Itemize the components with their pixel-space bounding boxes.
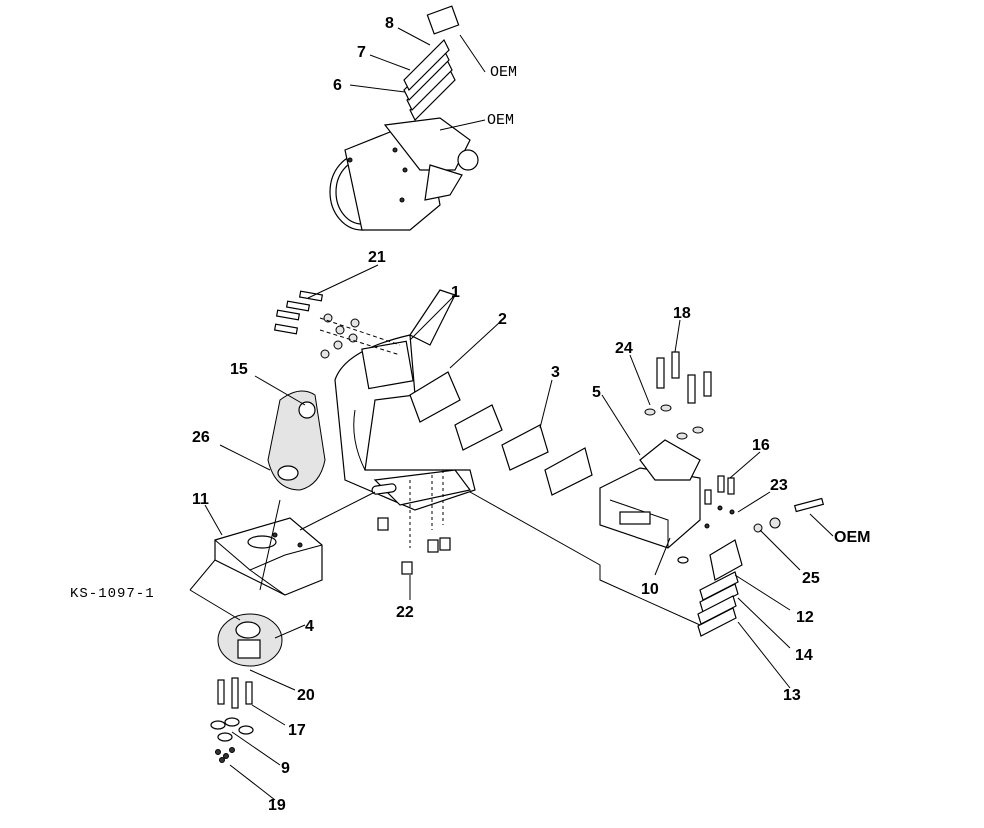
callout-17: 17 [288, 722, 306, 739]
callout-15: 15 [230, 361, 248, 378]
callout-6: 6 [333, 77, 342, 94]
leader-lines [189, 27, 834, 801]
spring-seat-block [214, 517, 323, 596]
callout-7: 7 [357, 44, 366, 61]
bolts-18 [644, 351, 712, 440]
callout-25: 25 [802, 570, 820, 587]
oem-label-top: OEM [490, 64, 517, 81]
callout-11: 11 [192, 491, 209, 508]
callouts: 1 2 3 4 5 6 7 8 9 10 11 12 13 14 15 16 1… [192, 15, 820, 814]
shackle-assembly [697, 539, 743, 637]
oem-label-mid: OEM [487, 112, 514, 129]
callout-26: 26 [192, 429, 210, 446]
callout-10: 10 [641, 581, 659, 598]
callout-22: 22 [396, 604, 414, 621]
lower-fasteners [210, 677, 254, 763]
callout-8: 8 [385, 15, 394, 32]
bolts-22 [377, 470, 451, 575]
callout-1: 1 [451, 284, 460, 301]
mounting-disc [217, 613, 283, 667]
cover-plate [267, 390, 326, 491]
oem-hub-assembly [329, 117, 479, 231]
bolts-21 [273, 290, 401, 359]
callout-24: 24 [615, 340, 633, 357]
right-bracket [599, 439, 701, 549]
callout-21: 21 [368, 249, 386, 266]
main-bracket [334, 289, 476, 511]
callout-19: 19 [268, 797, 286, 814]
oem-label-right: OEM [834, 529, 870, 546]
bolts-16 [677, 475, 735, 564]
kit-number-label: KS-1097-1 [70, 586, 155, 602]
callout-13: 13 [783, 687, 801, 704]
spring-stack [403, 5, 460, 122]
callout-4: 4 [305, 618, 314, 635]
callout-2: 2 [498, 311, 507, 328]
callout-18: 18 [673, 305, 691, 322]
callout-14: 14 [795, 647, 813, 664]
callout-5: 5 [592, 384, 601, 401]
callout-20: 20 [297, 687, 315, 704]
callout-3: 3 [551, 364, 560, 381]
pin-25 [753, 497, 825, 533]
callout-16: 16 [752, 437, 770, 454]
callout-9: 9 [281, 760, 290, 777]
callout-23: 23 [770, 477, 788, 494]
shim-plates [409, 371, 593, 496]
callout-12: 12 [796, 609, 814, 626]
